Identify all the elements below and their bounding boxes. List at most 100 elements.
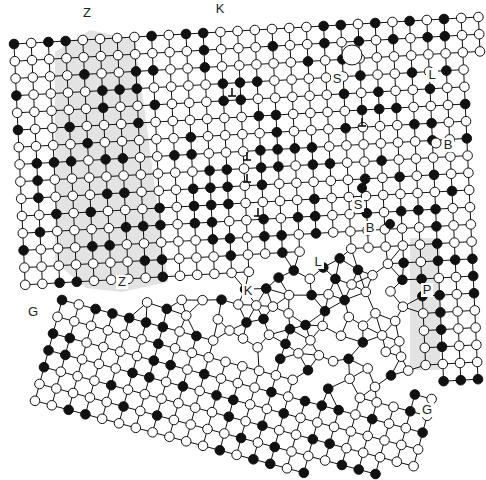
dislocation-symbols xyxy=(228,88,366,216)
atom xyxy=(394,155,404,165)
region-label: Z xyxy=(116,275,128,289)
atom xyxy=(323,384,333,394)
atom xyxy=(102,397,112,407)
atom xyxy=(242,215,252,225)
atom xyxy=(147,31,157,41)
atom xyxy=(189,201,199,211)
atom xyxy=(268,41,278,51)
atom xyxy=(35,227,45,237)
atom xyxy=(461,116,471,126)
atom xyxy=(436,308,446,318)
atom xyxy=(182,46,192,56)
region-label: P xyxy=(421,283,434,297)
atom xyxy=(249,455,259,465)
atom xyxy=(291,430,301,440)
atom xyxy=(119,402,129,412)
atom xyxy=(436,325,446,335)
atom xyxy=(381,347,391,357)
atom xyxy=(142,298,152,308)
atom xyxy=(303,365,313,375)
atom xyxy=(10,56,20,66)
atom xyxy=(381,242,391,252)
atom xyxy=(431,204,441,214)
atom xyxy=(470,306,480,316)
atom xyxy=(100,137,110,147)
atom xyxy=(308,434,318,444)
atom xyxy=(429,170,439,180)
atom xyxy=(403,366,413,376)
atom xyxy=(398,302,408,312)
atom xyxy=(167,99,177,109)
atom xyxy=(285,40,295,50)
atom xyxy=(396,352,406,362)
atom xyxy=(293,212,303,222)
atom xyxy=(201,80,211,90)
atom xyxy=(191,236,201,246)
atom xyxy=(120,205,130,215)
atom xyxy=(462,134,472,144)
atom xyxy=(149,356,159,366)
atom xyxy=(363,431,373,441)
twin-shading xyxy=(55,30,168,292)
atom xyxy=(469,288,479,298)
atom xyxy=(165,432,175,442)
atom xyxy=(264,330,274,340)
atom xyxy=(442,66,452,76)
atom xyxy=(166,82,176,92)
atom xyxy=(64,405,74,415)
region-label: S xyxy=(352,198,365,212)
atom xyxy=(174,254,184,264)
atom xyxy=(464,168,474,178)
atom xyxy=(399,258,409,268)
atom xyxy=(299,468,309,478)
atom xyxy=(270,76,280,86)
atom xyxy=(281,339,291,349)
atom xyxy=(307,290,317,300)
atom xyxy=(199,369,209,379)
atom xyxy=(432,239,442,249)
atom xyxy=(16,177,26,187)
atom xyxy=(216,374,226,384)
atom xyxy=(141,318,151,328)
atom xyxy=(117,136,127,146)
atom xyxy=(406,51,416,61)
atom xyxy=(284,309,294,319)
atom xyxy=(169,133,179,143)
atom xyxy=(395,172,405,182)
atom xyxy=(368,270,378,280)
atom xyxy=(252,77,262,87)
atom xyxy=(82,338,92,348)
atom xyxy=(111,364,121,374)
atom xyxy=(140,389,150,399)
atom xyxy=(183,64,193,74)
atom xyxy=(234,43,244,53)
atom xyxy=(255,128,265,138)
atom xyxy=(161,377,171,387)
atom xyxy=(327,193,337,203)
region-label: K xyxy=(214,2,227,16)
atom xyxy=(150,100,160,110)
atom xyxy=(88,259,98,269)
atom xyxy=(184,81,194,91)
atom xyxy=(258,421,268,431)
atom xyxy=(464,185,474,195)
atom xyxy=(157,394,167,404)
atom xyxy=(390,69,400,79)
atom xyxy=(275,196,285,206)
atom xyxy=(412,171,422,181)
atom xyxy=(454,341,464,351)
atom xyxy=(283,392,293,402)
atom xyxy=(379,207,389,217)
atom xyxy=(342,158,352,168)
atom xyxy=(406,33,416,43)
atom xyxy=(320,456,330,466)
atom xyxy=(451,272,461,282)
atom xyxy=(234,61,244,71)
atom xyxy=(148,48,158,58)
atom xyxy=(321,73,331,83)
atom xyxy=(425,84,435,94)
atom xyxy=(430,187,440,197)
interstitial-atom xyxy=(431,138,441,148)
atom xyxy=(344,312,354,322)
atom xyxy=(396,189,406,199)
